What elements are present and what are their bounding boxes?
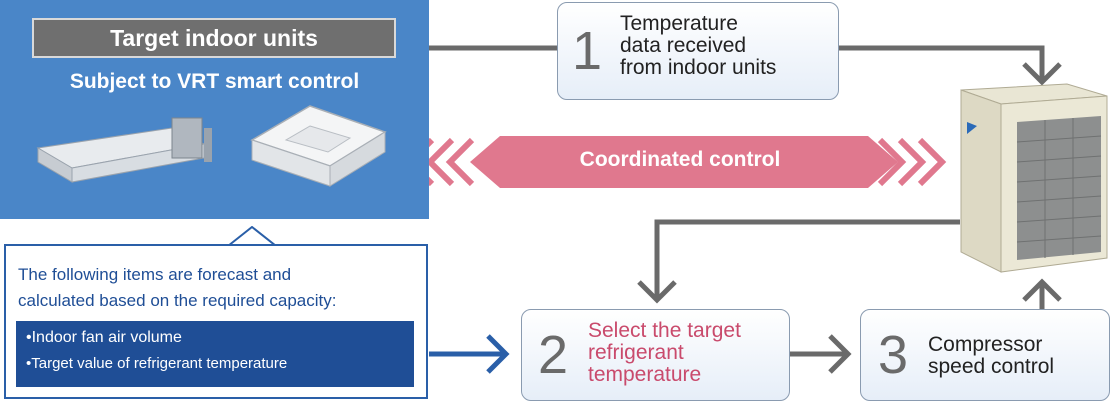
step-2-line: refrigerant: [588, 341, 684, 364]
step-2-line: Select the target: [588, 319, 741, 342]
step-3-number: 3: [878, 325, 909, 385]
forecast-description: The following items are forecast and cal…: [18, 262, 418, 314]
outdoor-unit-image: [960, 83, 1108, 273]
ducted-unit-image: [36, 117, 212, 183]
arrow-step1-to-outdoor: [838, 45, 1045, 80]
step-2-number: 2: [538, 325, 569, 385]
step-2-box: [521, 309, 790, 401]
forecast-item: •Target value of refrigerant temperature: [26, 355, 288, 372]
forecast-line-2: calculated based on the required capacit…: [18, 291, 337, 310]
step-1-line: from indoor units: [620, 56, 777, 79]
forecast-items-box: [16, 321, 414, 387]
step-1-number: 1: [572, 21, 603, 81]
coordinated-control-label: Coordinated control: [579, 148, 781, 171]
panel-subtitle: Subject to VRT smart control: [69, 70, 360, 93]
step-1-line: data received: [620, 34, 747, 57]
step-3-box: [860, 309, 1110, 401]
arrow-outdoor-to-step2: [654, 219, 960, 300]
step-2-text: Select the target refrigerant temperatur…: [588, 320, 741, 386]
step-3-line: speed control: [928, 355, 1055, 378]
forecast-line-1: The following items are forecast and: [18, 265, 292, 284]
brand-logo-icon: [967, 122, 977, 134]
step-3-text: Compressor speed control: [928, 334, 1054, 378]
forecast-item: •Indoor fan air volume: [26, 329, 182, 346]
step-1-box: [557, 2, 839, 100]
panel-title: Target indoor units: [32, 18, 396, 58]
cassette-unit-image: [250, 105, 387, 187]
step-1-text: Temperature data received from indoor un…: [620, 13, 776, 79]
step-2-line: temperature: [588, 363, 702, 386]
step-1-line: Temperature: [620, 12, 738, 35]
step-3-line: Compressor: [928, 333, 1043, 356]
